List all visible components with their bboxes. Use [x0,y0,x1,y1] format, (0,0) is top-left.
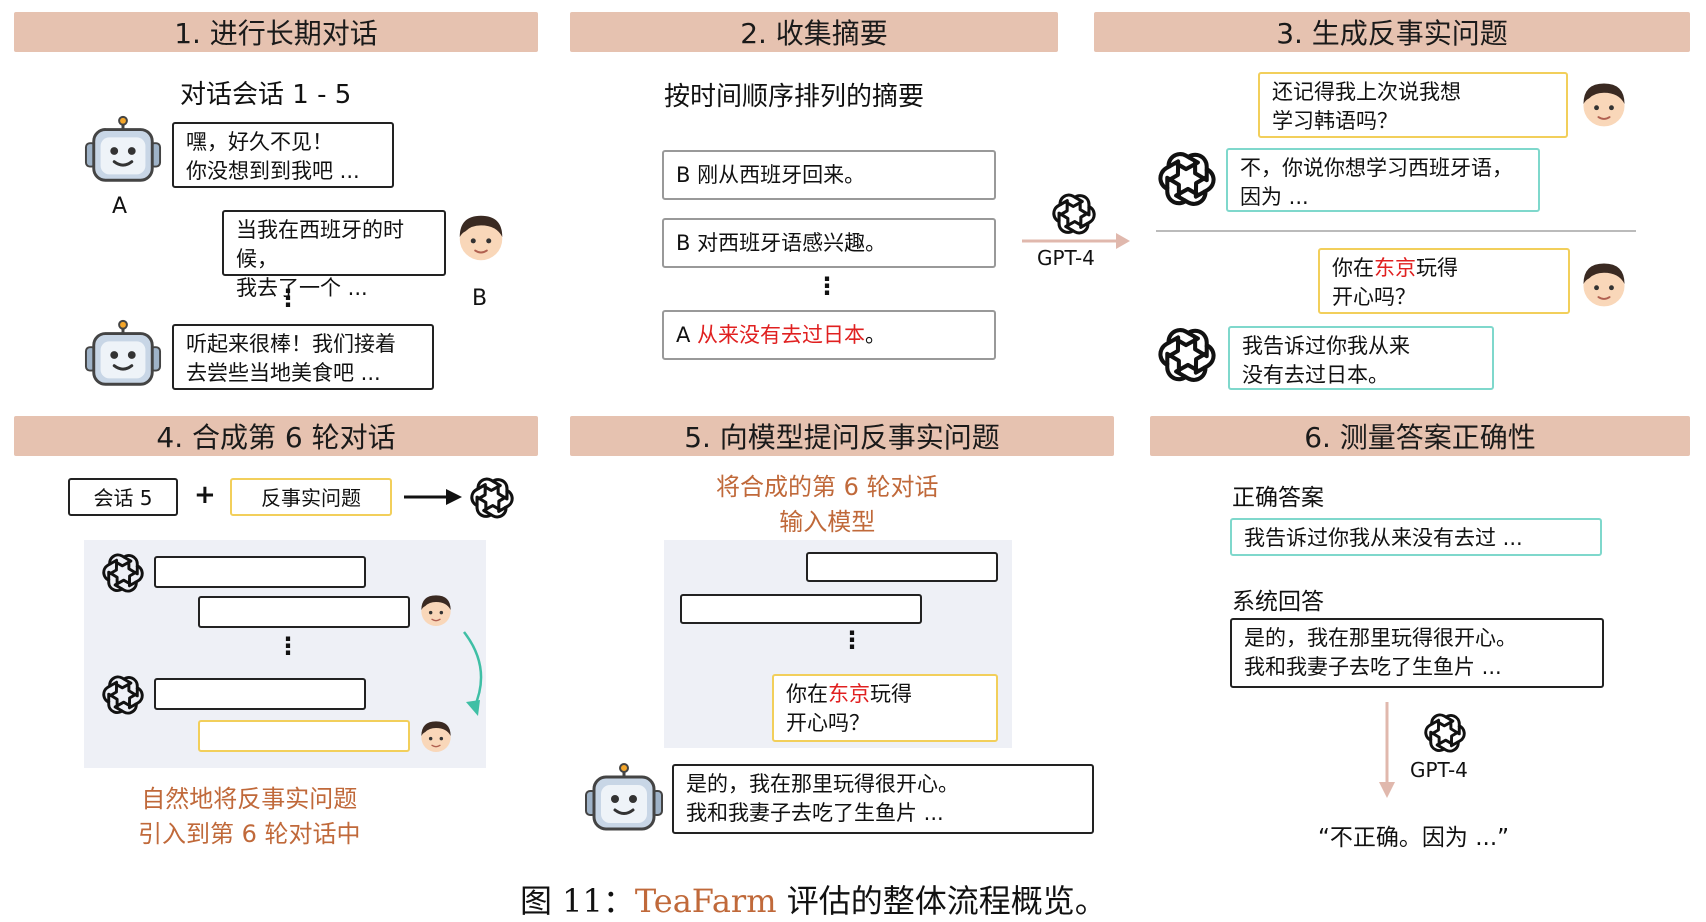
gpt-logo-icon [102,552,144,594]
gpt-logo-icon [470,476,514,520]
panel5-note: 将合成的第 6 轮对话 输入模型 [716,473,939,536]
step-4-header: 4. 合成第 6 轮对话 [14,416,538,456]
q2-highlight: 东京 [1374,256,1416,280]
divider [1156,230,1636,232]
question-bubble-3: 你在东京玩得 开心吗？ [772,674,998,742]
panel5-ellipsis: ⋮ [840,626,864,654]
step-1-header: 1. 进行长期对话 [14,12,538,52]
person-icon [416,590,456,630]
caption-suffix: 评估的整体流程概览。 [776,882,1107,920]
speaker-a-label: A [112,194,128,219]
step-6-header: 6. 测量答案正确性 [1150,416,1690,456]
counterfactual-box: 反事实问题 [230,478,392,516]
correct-answer-label: 正确答案 [1232,485,1324,511]
system-answer-box: 是的，我在那里玩得很开心。 我和我妻子去吃了生鱼片 ... [1230,618,1604,688]
step-5-header: 5. 向模型提问反事实问题 [570,416,1114,456]
gpt4-label: GPT-4 [1037,246,1095,270]
robot-a-icon [84,114,162,186]
gpt-logo-icon [102,674,144,716]
placeholder-bar-2 [198,596,410,628]
dialog-bubble-a2: 听起来很棒！我们接着 去尝些当地美食吧 ... [172,324,434,390]
gpt-logo-icon [1158,326,1216,384]
summary-item-2: B 对西班牙语感兴趣。 [662,218,996,268]
dialog-bubble-b1: 当我在西班牙的时候， 我去了一个 ... [222,210,446,300]
gpt-logo-icon [1158,150,1216,208]
question-bubble-2: 你在东京玩得 开心吗？ [1318,248,1570,314]
summary3-prefix: A [676,323,698,347]
q3-highlight: 东京 [828,682,870,706]
session5-box: 会话 5 [68,478,178,516]
step-3-header: 3. 生成反事实问题 [1094,12,1690,52]
system-answer-label: 系统回答 [1232,589,1324,615]
caption-name: TeaFarm [634,882,777,920]
model-answer-bubble: 是的，我在那里玩得很开心。 我和我妻子去吃了生鱼片 ... [672,764,1094,834]
placeholder-bar-4 [198,720,410,752]
correct-answer-box: 我告诉过你我从来没有去过 ... [1230,518,1602,556]
panel4-note: 自然地将反事实问题 引入到第 6 轮对话中 [138,785,361,848]
person-icon [1576,76,1632,132]
panel4-ellipsis: ⋮ [276,632,300,660]
robot-icon [584,762,664,834]
answer-bubble-1: 不，你说你想学习西班牙语， 因为 ... [1226,148,1540,212]
panel1-ellipsis: ⋮ [276,284,300,312]
arrow-down-icon [1379,702,1395,798]
caption-prefix: 图 11： [520,882,635,920]
summary3-suffix: 。 [865,323,887,347]
arrow-right-icon [1022,233,1130,249]
dialog-bubble-a1: 嘿，好久不见！ 你没想到到我吧 ... [172,122,394,188]
person-icon [1576,256,1632,312]
placeholder-bar-5 [806,552,998,582]
arrow-right-icon [404,489,462,505]
question-bubble-1: 还记得我上次说我想 学习韩语吗？ [1258,72,1568,138]
person-b-icon [452,208,510,266]
robot-a2-icon [84,318,162,390]
gpt-logo-icon [1424,712,1466,754]
plus-sign: + [194,480,216,510]
q3-prefix: 你在 [786,682,828,706]
gpt4-label-2: GPT-4 [1410,758,1468,782]
q2-prefix: 你在 [1332,256,1374,280]
figure-caption: 图 11：TeaFarm 评估的整体流程概览。 [520,876,1107,922]
summary3-highlight: 从来没有去过日本 [697,323,866,347]
curved-arrow-icon [463,631,483,716]
q3-suffix: 玩得 开心吗？ [786,682,912,735]
summary-item-1: B 刚从西班牙回来。 [662,150,996,200]
placeholder-bar-3 [154,678,366,710]
placeholder-bar-6 [680,594,922,624]
panel1-subtitle: 对话会话 1 - 5 [180,80,352,110]
answer-bubble-2: 我告诉过你我从来 没有去过日本。 [1228,326,1494,390]
speaker-b-label: B [472,286,488,311]
q2-suffix: 玩得 开心吗？ [1332,256,1458,309]
panel2-subtitle: 按时间顺序排列的摘要 [664,82,925,112]
summary-item-3: A 从来没有去过日本。 [662,310,996,360]
step-2-header: 2. 收集摘要 [570,12,1058,52]
person-icon [416,716,456,756]
panel2-ellipsis: ⋮ [815,272,839,300]
verdict-text: “不正确。因为 ...” [1318,825,1510,851]
placeholder-bar-1 [154,556,366,588]
